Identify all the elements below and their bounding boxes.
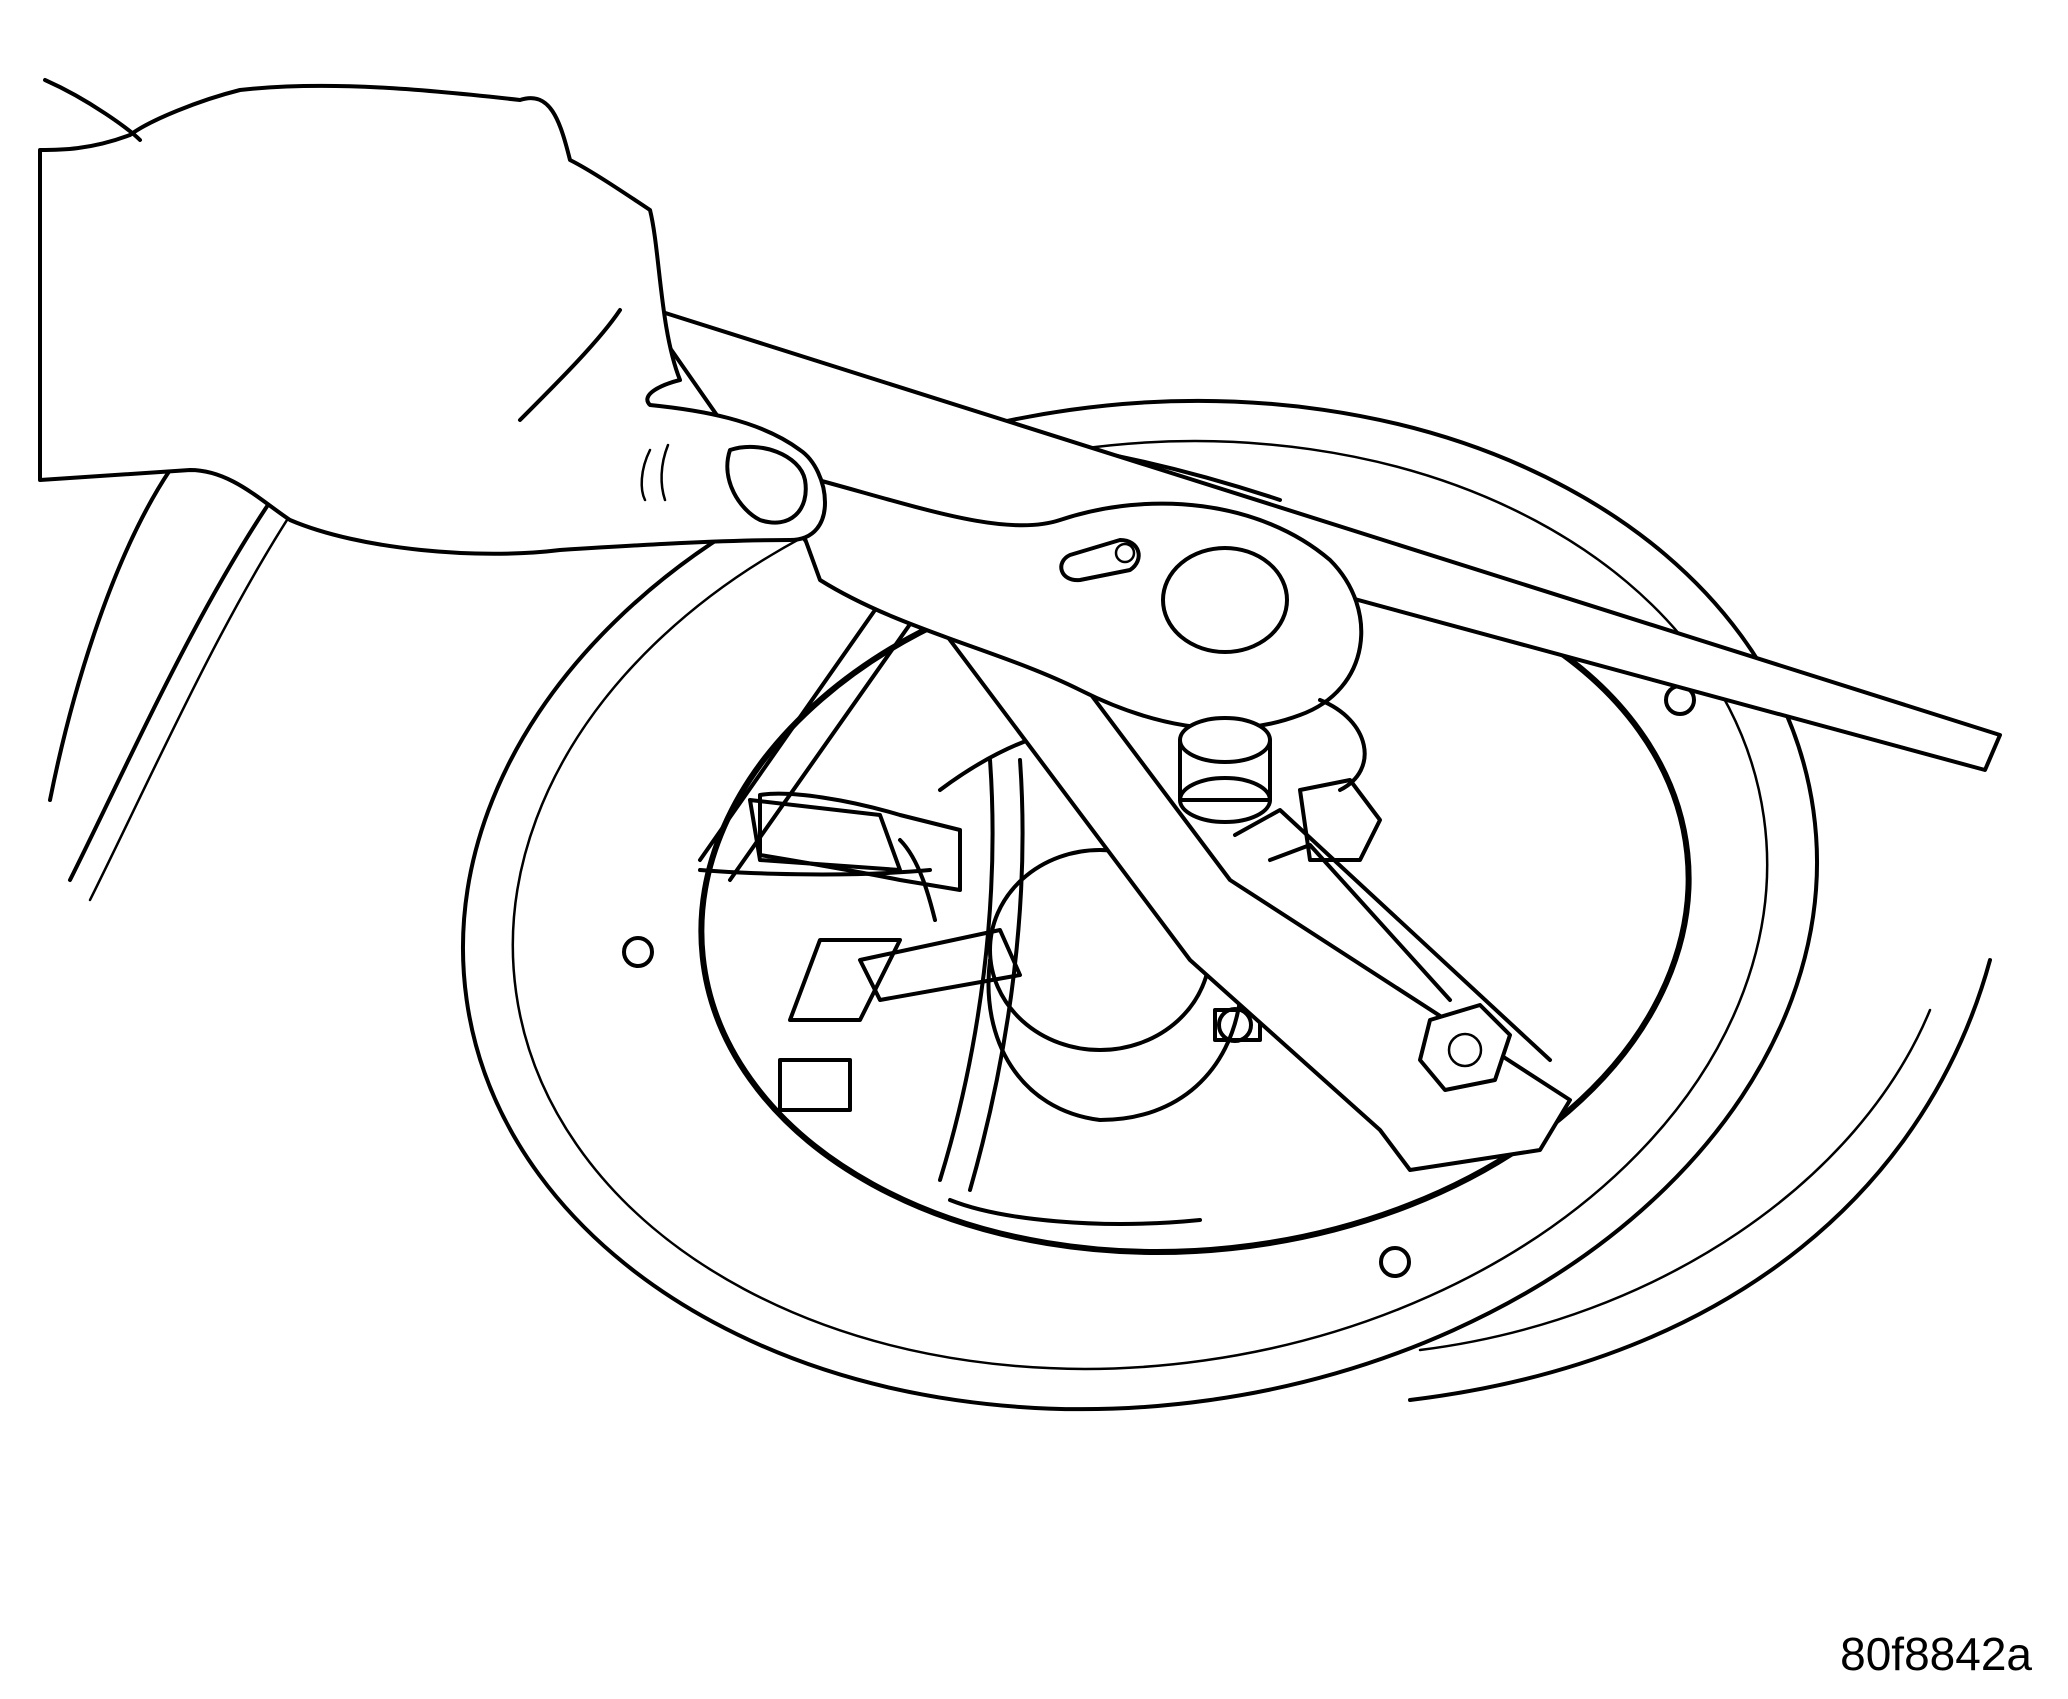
figure-id-label: 80f8842a xyxy=(1840,1628,2032,1680)
spanner-tool xyxy=(698,558,1572,1172)
fuel-pump-module xyxy=(698,688,1262,1226)
mounting-hole xyxy=(1379,1246,1411,1278)
mounting-hole xyxy=(622,936,654,968)
fuel-hose xyxy=(938,758,1025,1192)
hand xyxy=(38,78,827,556)
ratchet-wrench xyxy=(638,303,2002,824)
